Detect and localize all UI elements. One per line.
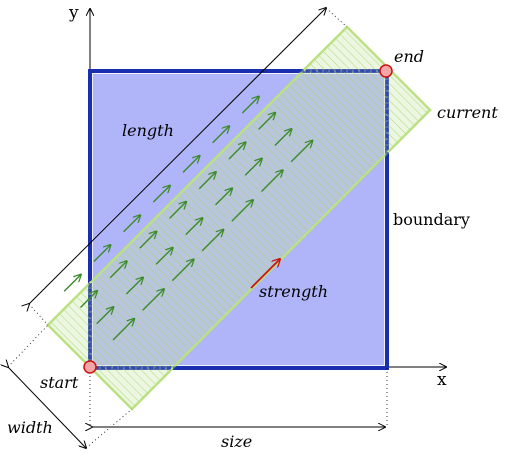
length-extension-bottom — [28, 303, 49, 326]
start-point — [83, 360, 97, 374]
end-point — [379, 64, 393, 78]
size-label: size — [221, 432, 252, 451]
length-extension-top — [325, 7, 348, 28]
y-axis-label: y — [68, 3, 79, 23]
field-arrow — [112, 319, 134, 341]
boundary-label: boundary — [393, 210, 470, 229]
end-label: end — [394, 47, 424, 66]
width-extension-left — [7, 324, 49, 368]
current-label: current — [437, 103, 498, 122]
width-extension-right — [85, 408, 133, 449]
start-label: start — [40, 373, 79, 392]
length-label: length — [122, 121, 174, 140]
length-dimension — [29, 8, 326, 304]
width-label: width — [7, 418, 53, 437]
x-axis-label: x — [437, 370, 447, 390]
width-dimension — [8, 367, 86, 448]
field-arrow — [63, 275, 81, 292]
strength-label: strength — [259, 282, 328, 301]
